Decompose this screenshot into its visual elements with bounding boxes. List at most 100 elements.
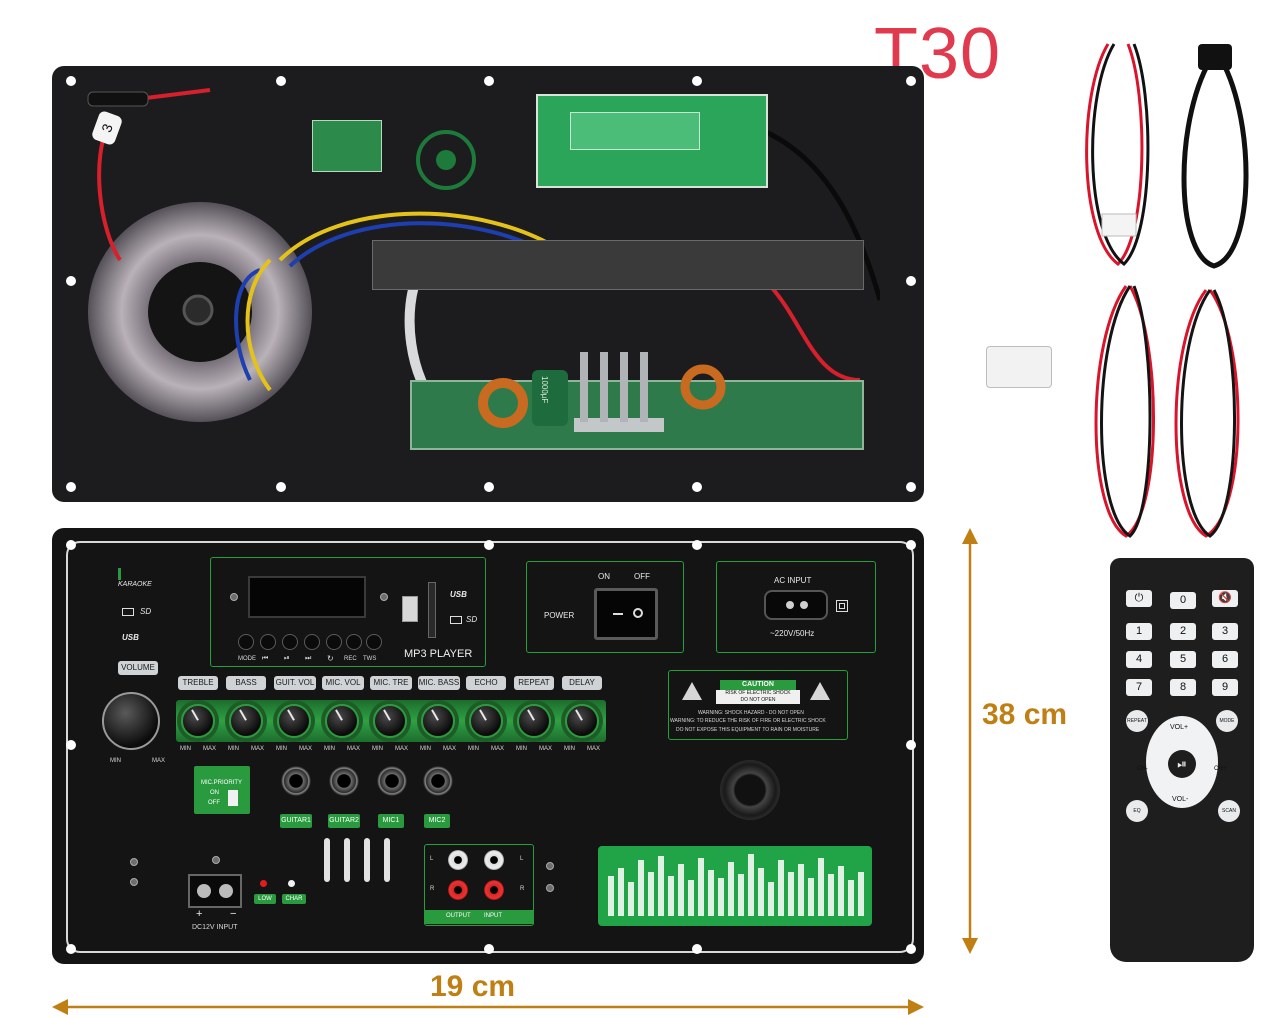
mp3-tws-button[interactable] <box>366 634 382 650</box>
bass-label: BASS <box>226 676 266 690</box>
guitar-volume-label: GUIT. VOL <box>274 676 316 690</box>
sd-slot-icon <box>122 608 134 616</box>
mp3-repeat-label: ↻ <box>327 654 334 663</box>
knob-min-label: MIN <box>564 746 575 752</box>
guitar-volume-knob[interactable] <box>277 704 311 738</box>
double-insulation-icon <box>836 600 848 612</box>
remote-key-8[interactable]: 8 <box>1170 679 1196 696</box>
caution-line: DO NOT EXPOSE THIS EQUIPMENT TO RAIN OR … <box>676 727 820 733</box>
rca-input-right[interactable] <box>484 880 504 900</box>
remote-repeat-button[interactable]: REPEAT <box>1126 710 1148 732</box>
knob-max-label: MAX <box>347 746 361 752</box>
mic-bass-knob[interactable] <box>421 704 455 738</box>
echo-label: ECHO <box>466 676 506 690</box>
remote-key-2[interactable]: 2 <box>1170 623 1196 640</box>
remote-key-0[interactable]: 0 <box>1170 592 1196 609</box>
remote-scan-button[interactable]: SCAN <box>1218 800 1240 822</box>
width-dimension-arrow <box>52 999 924 1015</box>
mic-treble-knob[interactable] <box>373 704 407 738</box>
power-plug <box>986 346 1052 388</box>
treble-knob[interactable] <box>181 704 215 738</box>
mic2-label: MIC2 <box>424 814 450 828</box>
mp3-screw <box>230 593 238 601</box>
mic-priority-on: ON <box>210 790 219 796</box>
dc-plus-label: + <box>196 908 203 920</box>
remote-ch-up-button[interactable]: CH+ <box>1214 766 1227 772</box>
guitar2-jack[interactable] <box>329 766 359 796</box>
remote-power-button[interactable]: ⏻ <box>1126 590 1152 607</box>
power-on-label: ON <box>598 572 610 581</box>
guitar1-jack[interactable] <box>281 766 311 796</box>
knob-min-label: MIN <box>228 746 239 752</box>
delay-knob[interactable] <box>565 704 599 738</box>
dc-input-terminal[interactable] <box>188 874 242 908</box>
power-cable-red-black <box>1085 43 1150 266</box>
power-rocker-switch[interactable] <box>594 588 658 640</box>
mount-hole <box>66 740 76 750</box>
master-volume-knob[interactable] <box>102 692 160 750</box>
sd-card-slot[interactable] <box>428 582 436 638</box>
capacitor: 1000µF <box>532 370 568 426</box>
remote-key-9[interactable]: 9 <box>1212 679 1238 696</box>
remote-key-6[interactable]: 6 <box>1212 651 1238 668</box>
speaker-connector[interactable] <box>720 760 780 820</box>
ac-socket[interactable] <box>764 590 828 620</box>
rca-label-bar <box>424 910 534 924</box>
mic-volume-knob[interactable] <box>325 704 359 738</box>
mount-hole <box>484 540 494 550</box>
mount-hole <box>692 482 702 492</box>
remote-eq-button[interactable]: EQ <box>1126 800 1148 822</box>
rca-l-label: L <box>520 856 524 862</box>
charge-label: CHAR <box>282 894 306 904</box>
rca-output-left[interactable] <box>448 850 468 870</box>
mic1-label: MIC1 <box>378 814 404 828</box>
remote-play-pause-button[interactable]: ⏯ <box>1168 750 1196 778</box>
remote-key-4[interactable]: 4 <box>1126 651 1152 668</box>
mount-hole <box>484 944 494 954</box>
mp3-repeat-button[interactable] <box>326 634 342 650</box>
mp3-rec-button[interactable] <box>346 634 362 650</box>
knob-max-label: MAX <box>251 746 265 752</box>
warning-icon <box>810 682 830 700</box>
remote-mute-button[interactable]: 🔇 <box>1212 590 1238 607</box>
display-window <box>570 112 700 150</box>
remote-key-1[interactable]: 1 <box>1126 623 1152 640</box>
remote-vol-up-button[interactable]: VOL+ <box>1170 724 1189 731</box>
input-pcb <box>372 240 864 290</box>
echo-knob[interactable] <box>469 704 503 738</box>
dc-input-label: DC12V INPUT <box>192 924 238 931</box>
mic1-jack[interactable] <box>377 766 407 796</box>
mic-priority-switch[interactable] <box>228 790 238 806</box>
mic2-jack[interactable] <box>423 766 453 796</box>
power-label: POWER <box>544 611 575 620</box>
remote-key-5[interactable]: 5 <box>1170 651 1196 668</box>
rca-input-label: INPUT <box>484 913 502 919</box>
knob-min-label: MIN <box>516 746 527 752</box>
mp3-next-button[interactable] <box>304 634 320 650</box>
mp3-play-pause-button[interactable] <box>282 634 298 650</box>
mic-icon <box>118 568 121 580</box>
knob-max-label: MAX <box>443 746 457 752</box>
remote-key-3[interactable]: 3 <box>1212 623 1238 640</box>
mp3-mode-button[interactable] <box>238 634 254 650</box>
mp3-screw <box>380 593 388 601</box>
usb-port[interactable] <box>402 596 418 622</box>
remote-mode-button[interactable]: MODE <box>1216 710 1238 732</box>
rca-input-left[interactable] <box>484 850 504 870</box>
power-off-label: OFF <box>634 572 650 581</box>
remote-vol-down-button[interactable]: VOL- <box>1172 796 1189 803</box>
guitar1-label: GUITAR1 <box>280 814 312 828</box>
ac-voltage-label: ~220V/50Hz <box>770 629 815 638</box>
knob-max-label: MAX <box>587 746 601 752</box>
mp3-prev-button[interactable] <box>260 634 276 650</box>
mp3-rec-label: REC <box>344 656 357 662</box>
repeat-knob[interactable] <box>517 704 551 738</box>
bass-knob[interactable] <box>229 704 263 738</box>
rca-output-right[interactable] <box>448 880 468 900</box>
inductor <box>478 378 528 428</box>
remote-key-7[interactable]: 7 <box>1126 679 1152 696</box>
remote-ch-down-button[interactable]: CH- <box>1137 766 1148 772</box>
caution-box <box>668 670 848 740</box>
vent-slot <box>364 838 370 882</box>
mount-hole <box>906 482 916 492</box>
